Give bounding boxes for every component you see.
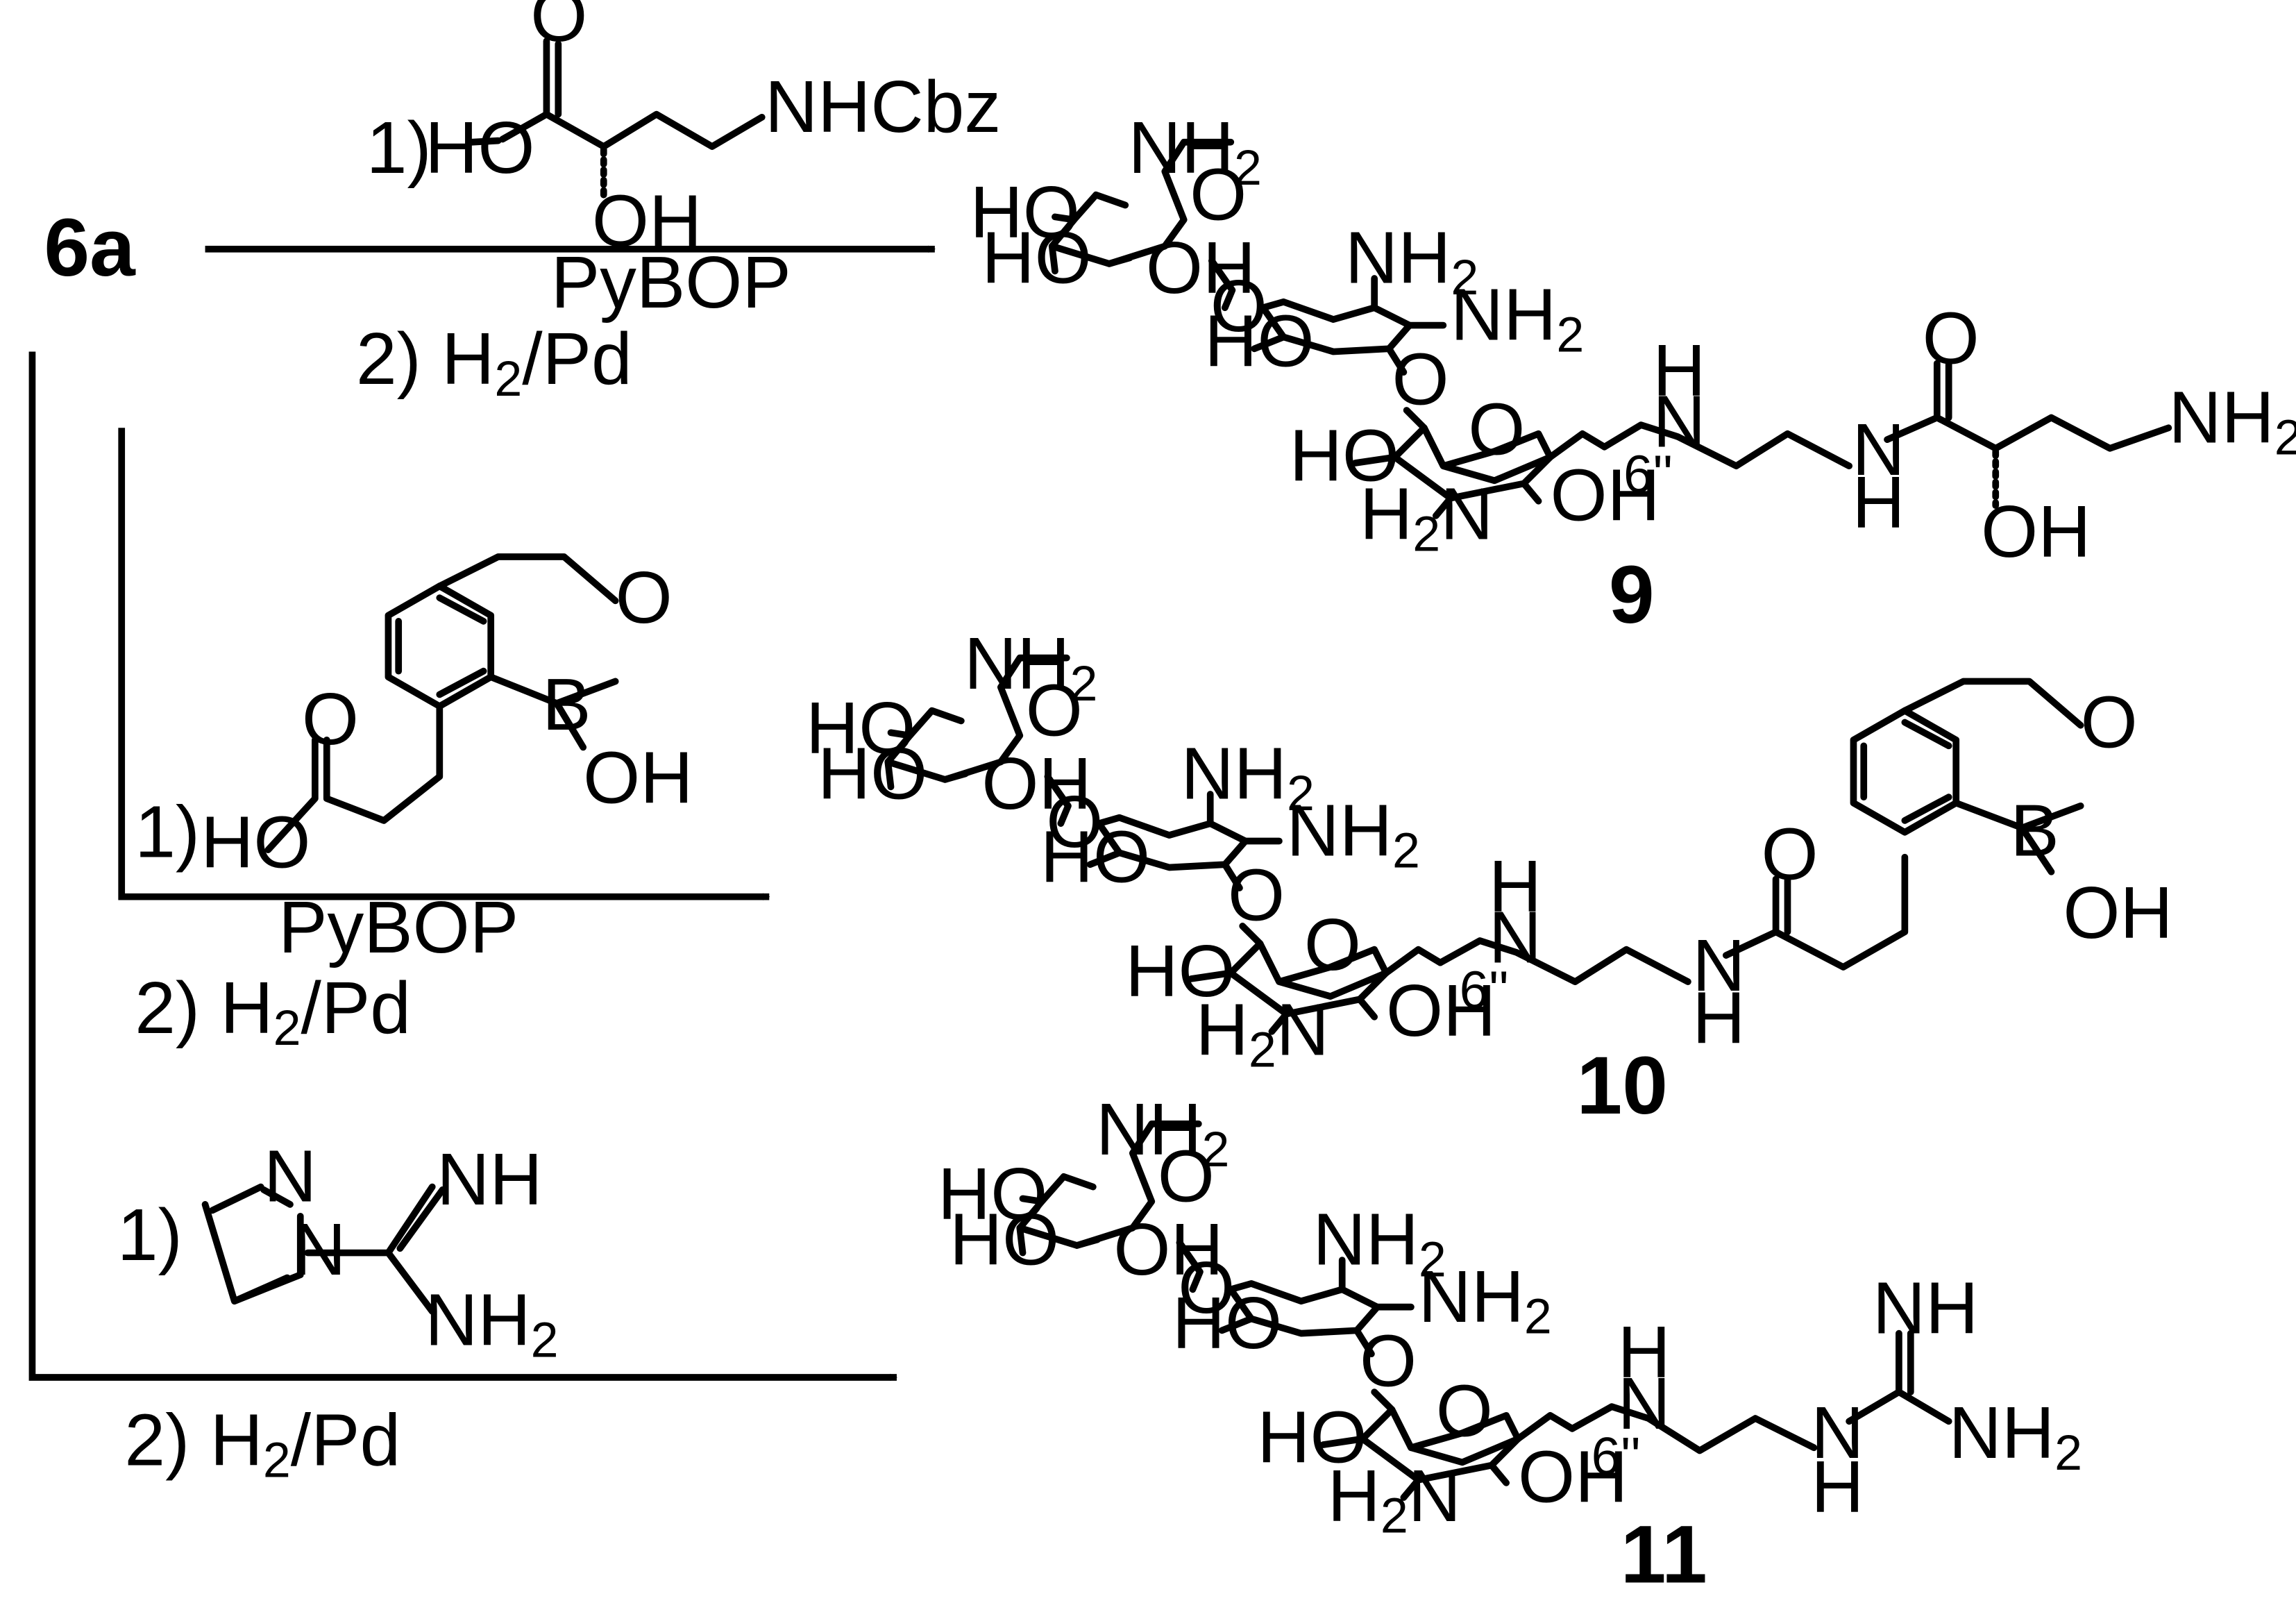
p10-nh2-mid2: NH2 [1286,790,1419,879]
p9-tail-h: H [1852,462,1905,544]
route-9-step1: 1) [366,107,432,189]
p11-ho-mid: HO [1172,1282,1282,1364]
p11-ring-o-top: O [1158,1136,1215,1218]
route-10-boron: B [542,664,591,746]
p9-pos-label: 6'' [1623,445,1673,504]
p10-ring-o: O [2081,681,2138,763]
product-9-label: 9 [1609,549,1655,641]
route-10-ho: HO [201,801,310,883]
route-11-step2: 2) H2/Pd [124,1400,400,1488]
route-9-reagents: O 1) HO OH NHCbz PyBOP 2) H2/Pd [356,0,1001,407]
p9-oh-c: OH [1146,227,1256,309]
p9-nh2-mid2: NH2 [1451,274,1584,363]
p10-ho-mid: HO [1040,816,1150,898]
product-10: NH2 O HO HO OH O NH2 NH2 HO O O HO H2N O… [806,623,2173,1132]
route-11-n1: N [293,1209,346,1291]
route-10-pybop: PyBOP [278,887,518,968]
p11-ho-bot: HO [1257,1396,1367,1478]
product-9: NH2 O HO HO OH O NH2 NH2 HO O O HO H2N O… [970,107,2296,641]
p10-ho-a: HO [806,687,915,769]
p10-nh-n: N [1489,897,1542,979]
route-9-nhcbz: NHCbz [765,66,1001,148]
p11-nh2-mid1: NH2 [1312,1198,1446,1287]
p9-ring-o-top: O [1190,154,1247,236]
route-9-o: O [530,0,587,57]
p11-link-o1: O [1178,1247,1235,1329]
p11-h2n-bot: H2N [1328,1455,1461,1544]
p11-nh2-top: NH2 [1096,1089,1229,1177]
p11-pos-label: 6'' [1592,1427,1641,1486]
p11-ho-a: HO [938,1153,1047,1235]
p10-link-o1: O [1046,781,1103,863]
p10-h2n-bot: H2N [1196,989,1329,1078]
route-10-boron-oh: OH [583,737,693,819]
route-10-step2: 2) H2/Pd [135,967,411,1056]
route-9-pybop: PyBOP [551,242,791,324]
route-10-acid-o: O [302,678,359,760]
route-11-amine: NH2 [425,1279,558,1368]
p9-link-o2: O [1392,339,1449,421]
route-10-reagents: O B OH O 1) HO PyBOP 2) H2/Pd [135,553,693,1056]
p10-pos-label: 6'' [1460,961,1509,1020]
p9-ho-bot: HO [1290,414,1399,496]
p9-nh-h: H [1653,330,1705,412]
p11-amine: NH2 [1949,1392,2082,1481]
p10-boron-oh: OH [2063,872,2172,954]
p11-tail-h: H [1811,1446,1864,1528]
p11-ring-o-bot: O [1436,1370,1493,1452]
product-10-label: 10 [1576,1040,1667,1132]
p10-oh-bot: OH [1386,970,1496,1052]
p9-tail-nh2: NH2 [2168,376,2296,465]
p9-ho-a: HO [970,171,1080,253]
route-11-imine: NH [437,1139,542,1220]
route-11-step1: 1) [117,1194,183,1276]
p11-nh2-mid2: NH2 [1418,1256,1551,1345]
p10-oh-c: OH [981,743,1091,825]
p9-ring-o-bot: O [1468,388,1525,470]
p9-oh-bot: OH [1550,454,1660,536]
p11-link-o2: O [1360,1320,1417,1402]
p11-ho-b: HO [949,1198,1059,1280]
p11-nh-n: N [1618,1363,1671,1445]
route-10-ring-o: O [616,557,673,639]
p10-ho-b: HO [818,732,927,814]
p9-ho-mid: HO [1204,301,1314,383]
p11-tail-n: N [1811,1392,1864,1474]
arrow-to-11 [28,351,898,1382]
p9-ho-b: HO [981,217,1091,299]
p9-tail-oh: OH [1981,491,2091,573]
p9-tail-o: O [1923,297,1980,379]
p11-oh-bot: OH [1518,1436,1628,1518]
p9-nh2-top: NH2 [1129,107,1262,196]
p9-tail-n: N [1852,409,1905,491]
p10-ring-o-bot: O [1304,904,1361,986]
p10-ho-bot: HO [1125,930,1235,1012]
product-11-label: 11 [1621,1509,1707,1600]
p11-nh-h: H [1618,1311,1671,1393]
p9-nh2-mid1: NH2 [1345,217,1478,305]
p10-nh2-top: NH2 [964,623,1097,712]
p9-link-o1: O [1210,265,1267,347]
arrow-to-10 [118,428,770,900]
p10-link-o2: O [1228,854,1285,936]
p10-boron: B [2010,790,2059,872]
p10-tail-h: H [1692,977,1745,1059]
route-11-reagents: 1) N N NH NH2 2) H2/Pd [117,1136,559,1488]
start-compound-label: 6a [44,202,136,294]
p10-ring-o-top: O [1026,670,1083,752]
product-11: NH2 O HO HO OH O NH2 NH2 HO O O HO H2N O… [938,1089,2082,1600]
route-9-step2: 2) H2/Pd [356,318,632,407]
route-10-step1: 1) [135,791,200,873]
p9-nh-n: N [1653,381,1705,463]
route-9-ho: HO [425,107,534,189]
p11-imine: NH [1873,1268,1978,1350]
p10-tail-n: N [1692,925,1745,1007]
p9-h2n-bot: H2N [1360,473,1493,562]
route-11-n2: N [264,1136,316,1218]
p11-oh-c: OH [1113,1209,1223,1291]
p10-tail-o: O [1761,813,1818,895]
p10-nh2-mid1: NH2 [1181,732,1314,821]
p10-nh-h: H [1489,846,1542,928]
